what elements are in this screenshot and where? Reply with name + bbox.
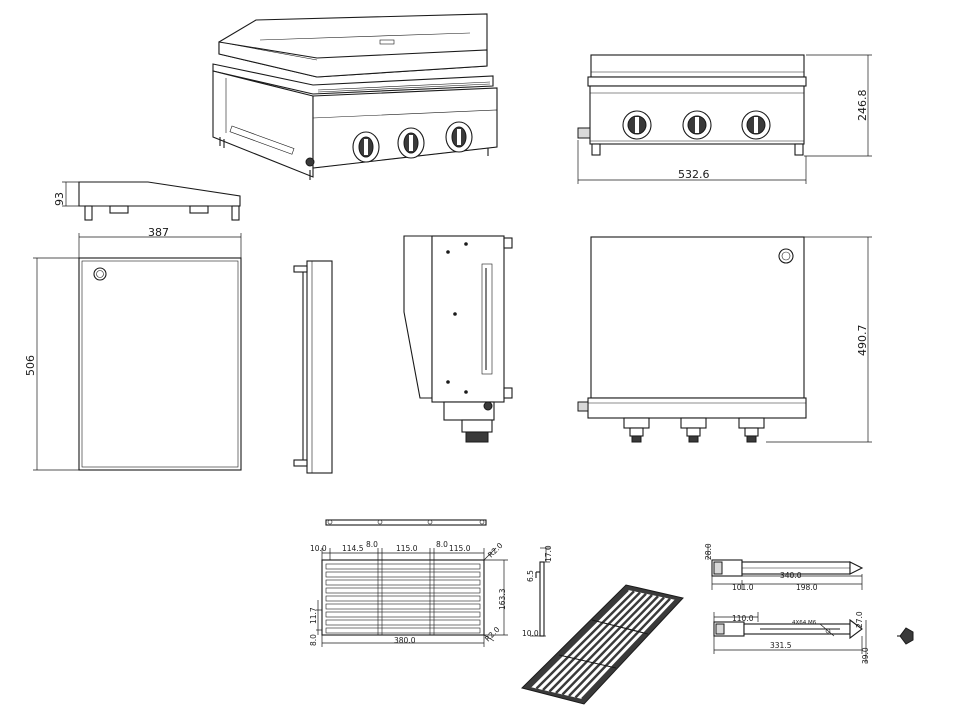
grate-left-dim-b: 8.0 bbox=[309, 634, 318, 646]
grate-iso-bar bbox=[555, 594, 653, 694]
knob-icon bbox=[682, 110, 712, 140]
grate-dim-4: 115.0 bbox=[396, 544, 418, 553]
burner-dim-d: 198.0 bbox=[796, 583, 818, 592]
plan-depth-dim: 490.7 bbox=[856, 325, 869, 357]
grate-bar bbox=[325, 603, 481, 610]
burner-plan-view bbox=[713, 612, 867, 664]
grate-dim-7: R2.0 bbox=[486, 541, 505, 560]
grate-iso-bar bbox=[529, 589, 629, 688]
grate-height-dim: 163.3 bbox=[498, 588, 507, 610]
isometric-view bbox=[212, 13, 498, 180]
burner-dim-g: 27.0 bbox=[855, 611, 864, 628]
burner-side-view bbox=[707, 545, 864, 590]
grate-iso-bar bbox=[581, 599, 677, 700]
grate-dim-6: 115.0 bbox=[449, 544, 471, 553]
grate-iso-bar bbox=[548, 592, 647, 693]
grate-iso-bar bbox=[574, 597, 671, 699]
grate-side-view bbox=[530, 547, 550, 637]
top-view bbox=[33, 233, 242, 471]
burner-dim-e: 110.0 bbox=[732, 614, 754, 623]
grate-bar bbox=[325, 579, 481, 586]
grate-divider bbox=[377, 559, 383, 636]
valve-icon bbox=[738, 417, 765, 443]
grate-dim-2: 114.5 bbox=[342, 544, 364, 553]
grate-bar bbox=[325, 611, 481, 618]
grate-top-view bbox=[316, 547, 508, 647]
grate-bar bbox=[325, 587, 481, 594]
grate-bar bbox=[325, 627, 481, 634]
grate-left-dim-a: 11.7 bbox=[309, 607, 318, 624]
front-view bbox=[577, 54, 872, 184]
top-depth-dim: 506 bbox=[24, 355, 37, 376]
grate-dim-5: 8.0 bbox=[436, 540, 448, 549]
knob-icon bbox=[352, 131, 380, 163]
knob-icon bbox=[622, 110, 652, 140]
front-height-dim: 246.8 bbox=[856, 90, 869, 122]
grate-total-dim: 380.0 bbox=[394, 636, 416, 645]
valve-icon bbox=[680, 417, 707, 443]
grate-bar bbox=[325, 571, 481, 578]
grate-dim-3: 8.0 bbox=[366, 540, 378, 549]
grate-side-dim-a: 17.0 bbox=[544, 545, 553, 562]
front-width-dim: 532.6 bbox=[678, 168, 710, 181]
burner-note: 4X64 M6 bbox=[792, 620, 817, 626]
grate-iso-bar bbox=[535, 590, 635, 690]
burner-dim-a: 28.0 bbox=[704, 543, 713, 560]
side-height-dim: 93 bbox=[53, 192, 66, 206]
knob-icon bbox=[445, 121, 473, 153]
grate-iso-bar bbox=[568, 596, 665, 697]
grate-side-dim-c: 10.0 bbox=[522, 629, 539, 638]
grate-iso-bar bbox=[561, 595, 659, 696]
knob-icon bbox=[397, 127, 425, 159]
burner-dim-h: 39.0 bbox=[861, 647, 870, 664]
grate-isometric-view bbox=[521, 584, 684, 705]
burner-dim-b: 340.0 bbox=[780, 571, 802, 580]
grate-side-dim-b: 6.5 bbox=[526, 570, 535, 582]
nozzle-detail-icon bbox=[897, 627, 914, 645]
lid-side-view bbox=[293, 260, 333, 474]
knob-icon bbox=[741, 110, 771, 140]
grate-corner-dim: R2.0 bbox=[483, 625, 502, 644]
burner-dim-f: 331.5 bbox=[770, 641, 792, 650]
grate-iso-bar bbox=[542, 591, 641, 691]
valve-icon bbox=[623, 417, 650, 443]
plan-view bbox=[577, 236, 872, 443]
grate-bar bbox=[325, 595, 481, 602]
grate-bar bbox=[325, 619, 481, 626]
body-side-view bbox=[403, 235, 513, 443]
grate-divider bbox=[429, 559, 435, 636]
top-width-dim: 387 bbox=[148, 226, 169, 239]
grate-dim-1: 10.0 bbox=[310, 544, 327, 553]
burner-dim-c: 101.0 bbox=[732, 583, 754, 592]
grate-bar bbox=[325, 563, 481, 570]
side-profile-view bbox=[62, 181, 241, 221]
grate-edge-view bbox=[325, 519, 487, 526]
